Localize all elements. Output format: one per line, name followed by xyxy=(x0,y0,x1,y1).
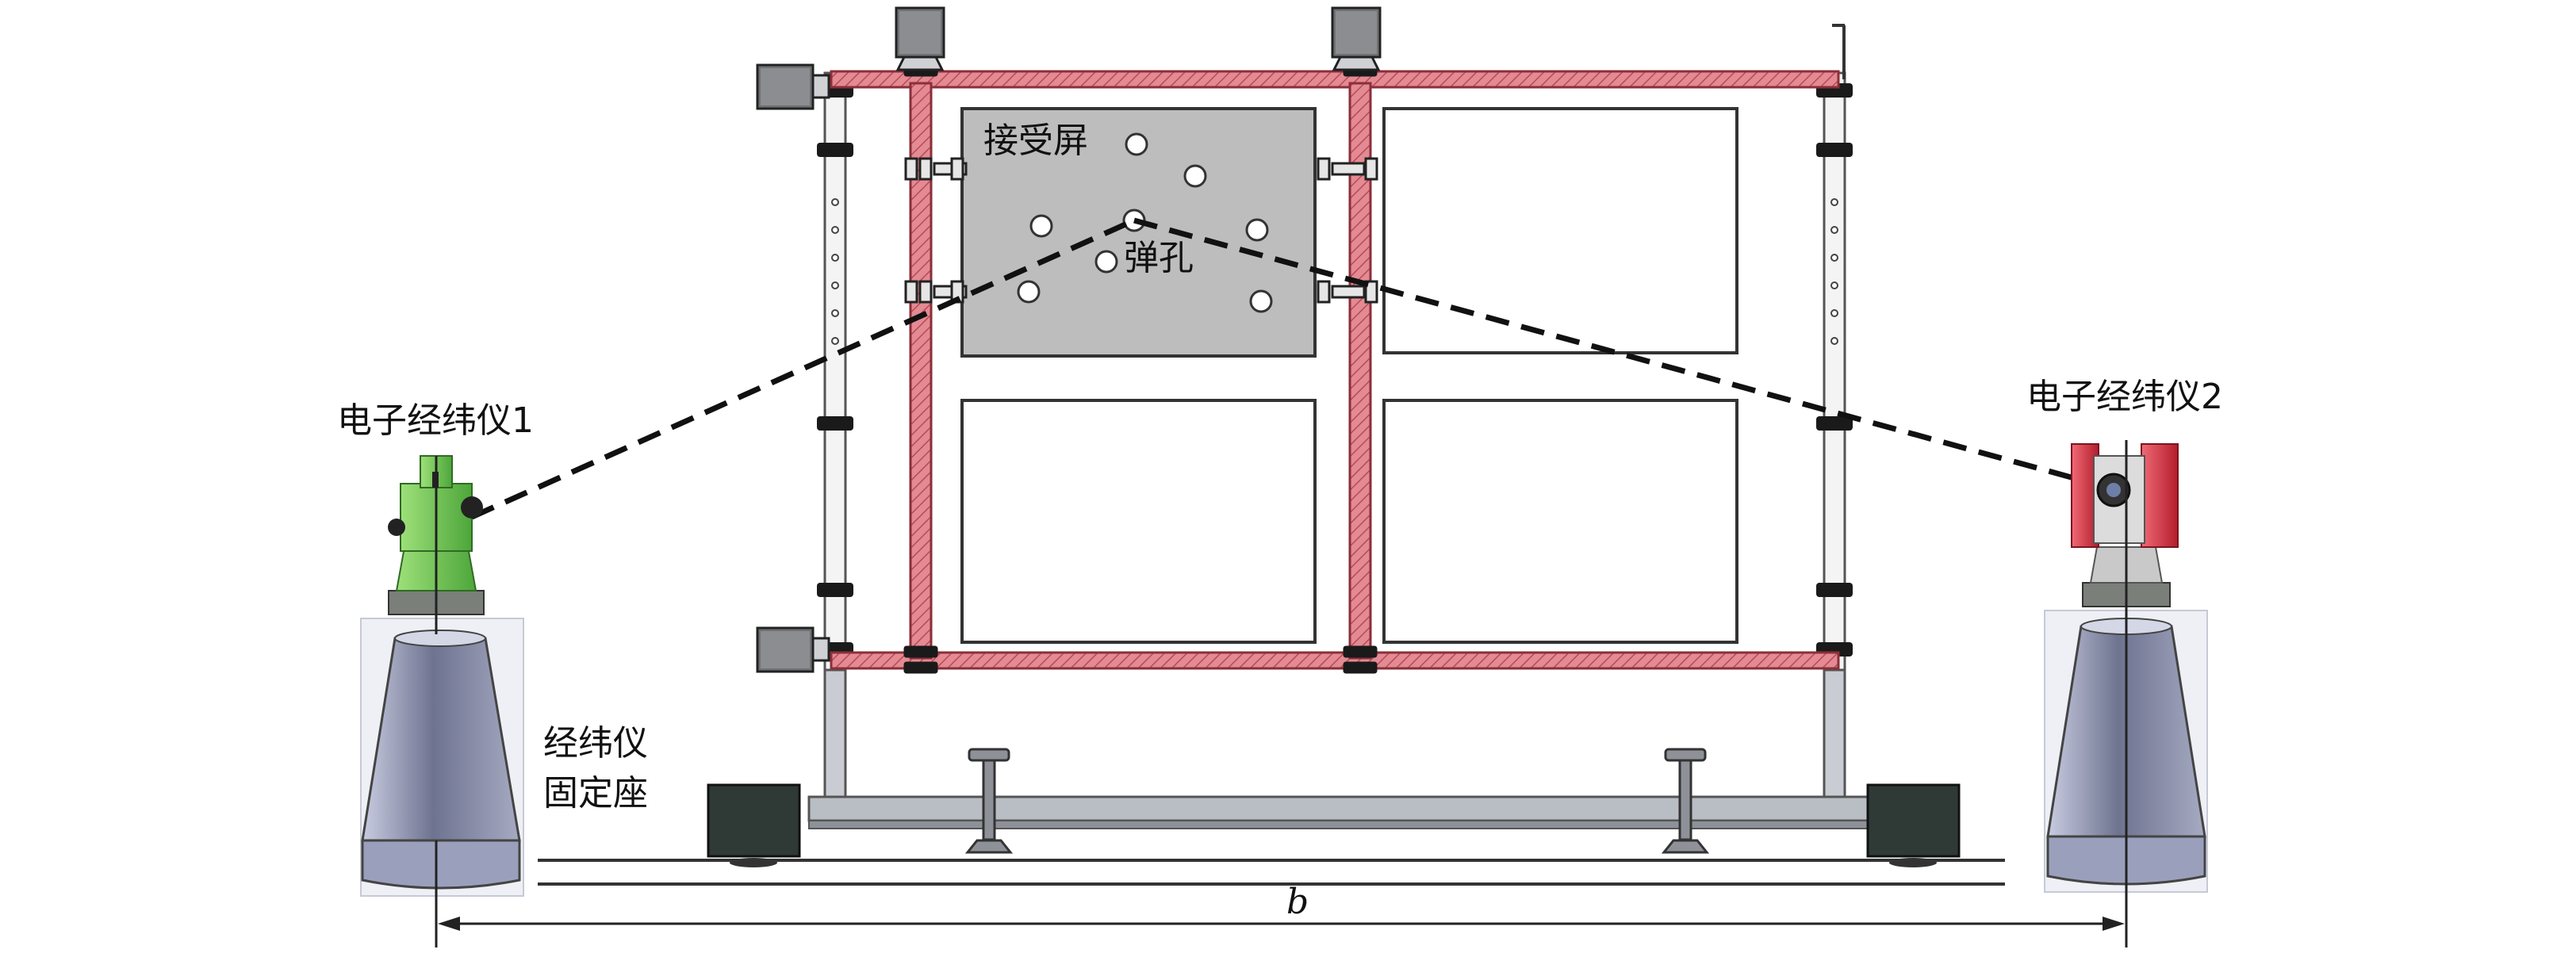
camera-top-left xyxy=(895,6,945,71)
sight-line-2 xyxy=(1133,217,2101,488)
camera-left-lower xyxy=(756,626,830,673)
bullet-hole xyxy=(1125,132,1148,156)
receiving-screen-label: 接受屏 xyxy=(983,121,1088,161)
base-structure xyxy=(538,668,2005,886)
distance-dimension xyxy=(435,840,2128,947)
theodolite-2 xyxy=(2071,440,2179,888)
left-base-box xyxy=(707,783,801,858)
bullet-hole xyxy=(1245,218,1269,242)
mount-left xyxy=(360,618,524,897)
bullet-hole xyxy=(1249,289,1273,313)
sensor-boxes xyxy=(756,6,1382,673)
bullet-hole-label: 弹孔 xyxy=(1124,238,1194,278)
bullet-hole xyxy=(1029,214,1053,238)
empty-panel-bottom-left xyxy=(960,399,1317,644)
empty-panel-top-right xyxy=(1382,107,1738,354)
empty-panel-bottom-right xyxy=(1382,399,1738,644)
frame-outer-posts xyxy=(817,24,1853,685)
sight-line-1 xyxy=(470,217,1136,520)
theodolite-1-label: 电子经纬仪1 xyxy=(337,400,534,441)
theodolite-1 xyxy=(388,455,485,634)
bullet-hole xyxy=(1094,250,1118,274)
bullet-hole xyxy=(1183,164,1207,188)
bullet-hole xyxy=(1017,280,1041,304)
panel-brackets xyxy=(904,157,1378,304)
right-base-box xyxy=(1866,783,1961,858)
mount-label-line2: 固定座 xyxy=(543,773,648,813)
bottom-rail xyxy=(830,651,1840,670)
bullet-holes xyxy=(1017,132,1273,313)
mount-label-line1: 经纬仪 xyxy=(543,723,648,764)
top-rail xyxy=(830,70,1840,89)
camera-top-right xyxy=(1331,6,1382,71)
sight-lines xyxy=(470,217,2101,520)
camera-left-upper xyxy=(756,63,830,110)
distance-label: b xyxy=(1286,882,1309,922)
theodolite-2-label: 电子经纬仪2 xyxy=(2026,377,2223,417)
